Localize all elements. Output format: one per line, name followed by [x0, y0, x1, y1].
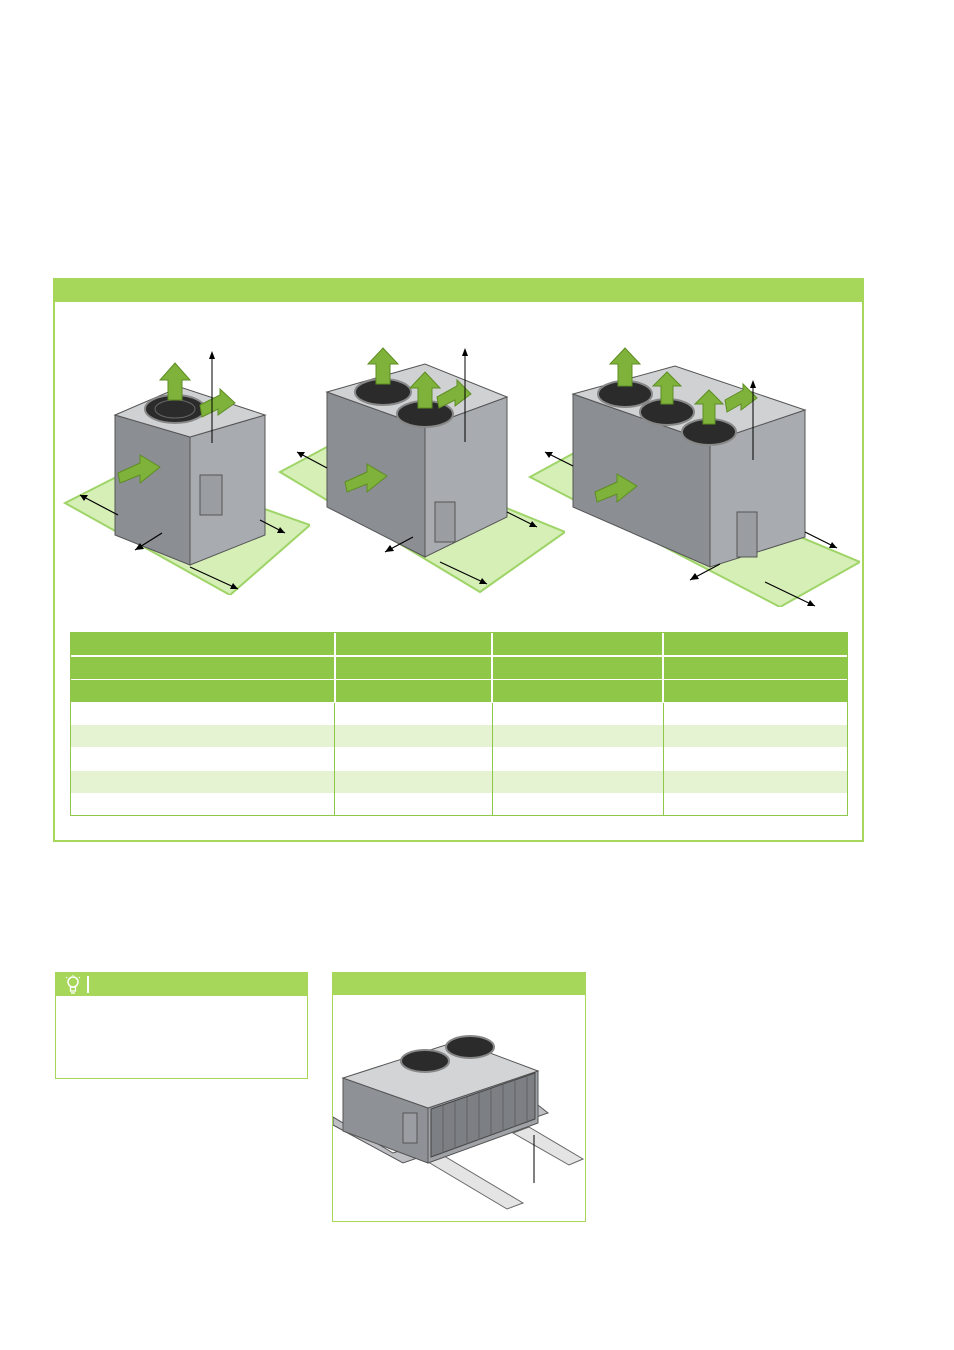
table-row: [71, 703, 847, 725]
unit-double-fan-figure: [277, 347, 565, 594]
airflow-arrow-icon: [117, 454, 161, 485]
airflow-arrow-icon: [693, 389, 725, 425]
table-row: [71, 771, 847, 793]
tip-box-header: [56, 973, 307, 996]
clearance-table: [70, 632, 848, 816]
table-column-divider: [334, 633, 336, 703]
airflow-arrow-icon: [594, 473, 638, 504]
control-panel-door: [199, 474, 223, 516]
fan-icon: [400, 1049, 450, 1073]
table-header-row: [71, 633, 847, 655]
clearance-panel-header: [55, 280, 862, 302]
airflow-arrow-icon: [436, 378, 472, 409]
control-panel-door: [434, 501, 456, 543]
control-panel-door: [736, 511, 758, 558]
airflow-arrow-icon: [158, 362, 192, 401]
table-column-divider: [334, 703, 335, 815]
table-column-divider: [663, 703, 664, 815]
table-column-divider: [492, 703, 493, 815]
tip-box: [55, 972, 308, 1079]
table-column-divider: [491, 633, 493, 703]
airflow-arrow-icon: [199, 387, 236, 418]
table-row: [71, 747, 847, 769]
dimension-arrow-icon: [764, 581, 816, 607]
airflow-arrow-icon: [344, 463, 388, 494]
unit-single-fan-figure: [62, 351, 310, 595]
table-row: [71, 725, 847, 747]
table-row: [71, 657, 847, 679]
airflow-arrow-icon: [608, 347, 642, 387]
unit-front-face: [114, 414, 191, 566]
airflow-arrow-icon: [724, 382, 758, 413]
clearance-panel: [53, 278, 864, 842]
lightbulb-icon: [65, 975, 81, 994]
tip-divider: [87, 976, 89, 993]
dimension-arrow-icon: [79, 494, 119, 516]
pallet-box-header: [333, 973, 585, 995]
unit-triple-fan-figure: [527, 347, 860, 607]
airflow-arrow-icon: [408, 371, 442, 409]
fan-icon: [445, 1035, 495, 1059]
dimension-arrow-icon: [439, 561, 488, 585]
table-row: [71, 680, 847, 702]
airflow-arrow-icon: [651, 371, 683, 405]
table-column-divider: [662, 633, 664, 703]
coil-panel: [430, 1072, 536, 1158]
airflow-arrow-icon: [366, 347, 400, 385]
lifting-fork: [511, 1126, 585, 1166]
pallet-box: [332, 972, 586, 1222]
dimension-arrow-icon: [189, 566, 239, 590]
table-row: [71, 793, 847, 815]
control-panel-door: [402, 1112, 418, 1144]
unit-on-pallet-figure: [333, 1035, 585, 1210]
